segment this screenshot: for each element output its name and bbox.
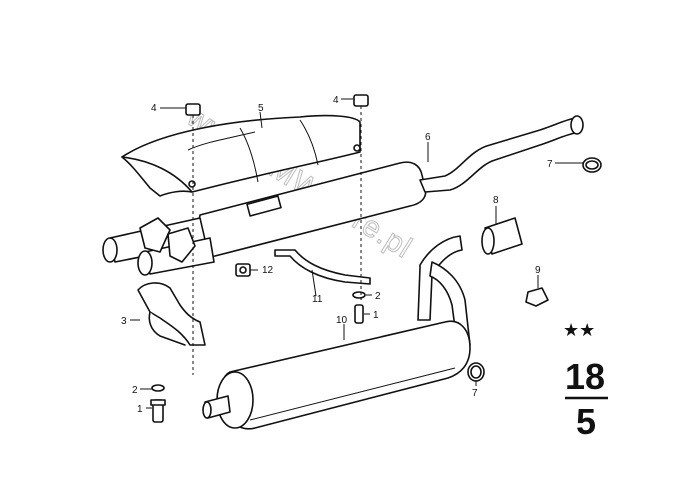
washer	[151, 291, 366, 392]
callout-2: 2	[132, 385, 138, 396]
group-number: 18	[565, 356, 605, 397]
bolt	[150, 304, 364, 423]
callout-6: 6	[425, 132, 431, 143]
callout-5: 5	[258, 103, 264, 114]
callout-7: 7	[472, 388, 478, 399]
callout-1: 1	[137, 404, 143, 415]
gasket-ring	[467, 157, 602, 382]
callout-9: 9	[535, 265, 541, 276]
callout-2: 2	[375, 291, 381, 302]
clamp	[137, 282, 206, 346]
callout-12: 12	[262, 265, 274, 276]
callout-1: 1	[373, 310, 379, 321]
callout-4: 4	[333, 95, 339, 106]
tail-pipe-sleeve	[481, 217, 523, 255]
hanger-bracket	[274, 249, 371, 285]
callout-10: 10	[336, 315, 348, 326]
heat-shield	[121, 114, 361, 197]
callout-4: 4	[151, 103, 157, 114]
callout-11: 11	[312, 294, 323, 305]
nut	[235, 263, 251, 277]
rear-muffler	[202, 235, 471, 430]
group-stars: ★★	[563, 320, 595, 341]
clamp	[525, 287, 549, 307]
callout-7: 7	[547, 159, 553, 170]
group-subnumber: 5	[576, 401, 596, 442]
front-muffler-pipe	[102, 115, 584, 276]
callout-8: 8	[493, 195, 499, 206]
callout-3: 3	[121, 316, 127, 327]
